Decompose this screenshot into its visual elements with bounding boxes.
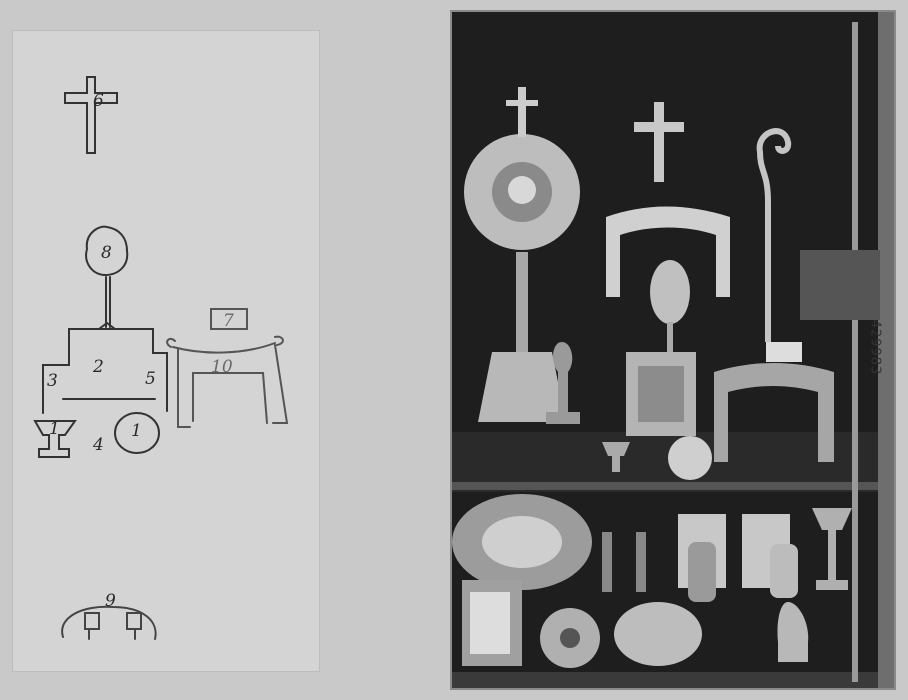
embroidered-stole — [714, 363, 834, 462]
label-center: 2 — [93, 357, 104, 377]
display-cabinet-photo — [450, 10, 896, 690]
label-box: 7 — [223, 311, 234, 331]
crozier — [756, 128, 792, 342]
label-plate: 1 — [131, 421, 142, 441]
monstrance — [464, 87, 580, 422]
inventory-number: 429983 — [867, 310, 899, 390]
cross-drawing — [64, 76, 118, 154]
clock — [668, 436, 712, 480]
label-chalice: 1 — [49, 419, 60, 439]
stole — [606, 206, 730, 297]
cross — [634, 102, 684, 182]
label-right: 5 — [145, 369, 156, 389]
chalice — [546, 342, 580, 424]
label-stole: 10 — [211, 357, 233, 377]
label-bottom: 9 — [105, 591, 116, 611]
inventory-number-text: 429983 — [867, 319, 883, 376]
sketch-diagram: 6 8 7 2 3 5 1 1 4 10 9 — [12, 30, 320, 672]
monstrance-drawing — [85, 225, 129, 277]
label-monstrance: 8 — [101, 243, 112, 263]
label-front: 4 — [93, 435, 104, 455]
label-cross: 6 — [93, 91, 104, 111]
label-left: 3 — [47, 371, 58, 391]
